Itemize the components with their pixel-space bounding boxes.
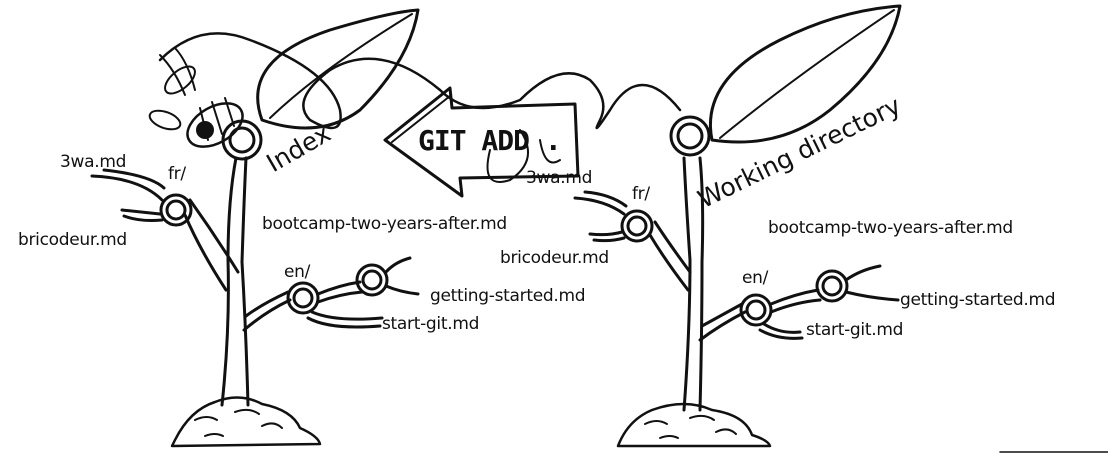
index-soil — [170, 396, 322, 448]
arrow-outline — [383, 86, 580, 198]
working-tree — [573, 4, 902, 448]
working-file-bootcamp: bootcamp-two-years-after.md — [768, 218, 1013, 238]
index-top-node — [228, 126, 256, 154]
working-dir-fr: fr/ — [632, 184, 650, 204]
working-soil — [616, 402, 772, 448]
working-en-branch — [698, 302, 747, 342]
working-file-start-git: start-git.md — [806, 320, 904, 340]
git-add-arrow — [383, 86, 580, 198]
working-file-bricodeur: bricodeur.md — [500, 248, 609, 268]
working-trunk — [682, 156, 705, 412]
bee-illustration — [148, 47, 244, 148]
working-top-node — [676, 122, 704, 150]
working-file-getting-started: getting-started.md — [900, 290, 1056, 310]
working-file-3wa: 3wa.md — [526, 168, 593, 188]
index-file-bricodeur: bricodeur.md — [18, 230, 127, 250]
index-dir-en: en/ — [284, 262, 311, 282]
working-dir-en: en/ — [742, 268, 769, 288]
index-file-start-git: start-git.md — [382, 314, 480, 334]
index-fr-branch — [183, 198, 240, 292]
index-leaf — [256, 8, 420, 130]
index-file-bootcamp: bootcamp-two-years-after.md — [262, 214, 507, 234]
index-en-branch — [242, 290, 292, 332]
index-tree — [90, 8, 420, 448]
vine — [158, 32, 682, 130]
index-trunk — [220, 156, 250, 407]
git-add-label: GIT ADD . — [418, 124, 562, 157]
index-file-getting-started: getting-started.md — [430, 286, 586, 306]
index-dir-fr: fr/ — [168, 164, 186, 184]
working-fr-branch — [648, 220, 692, 292]
working-leaf — [709, 4, 902, 144]
index-file-3wa: 3wa.md — [60, 152, 127, 172]
